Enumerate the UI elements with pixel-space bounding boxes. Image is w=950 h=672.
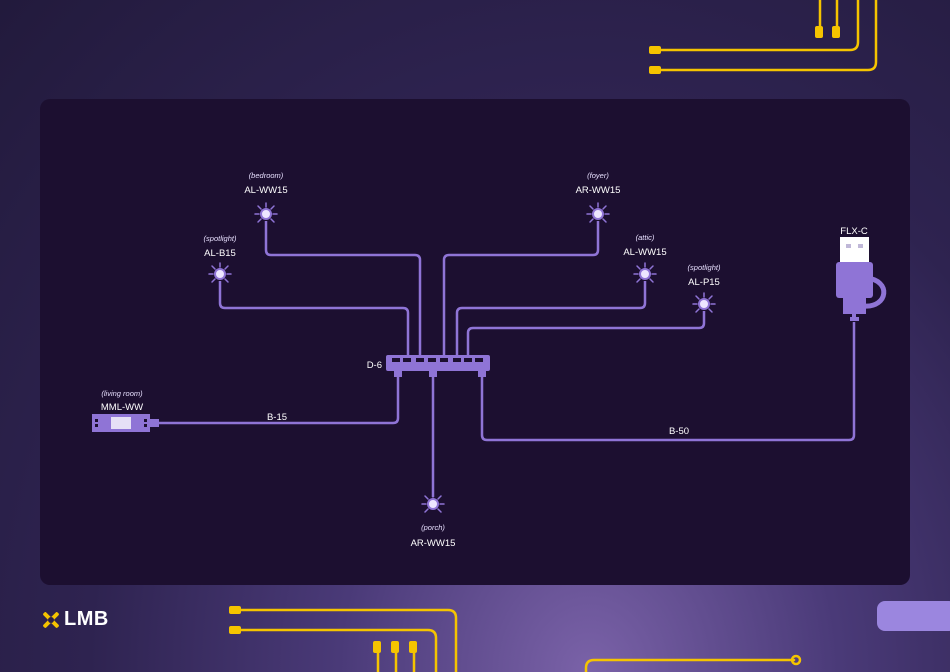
- power-adapter: [836, 237, 884, 321]
- strip-model: MML-WW: [101, 402, 143, 413]
- bulb-foyer: [587, 203, 609, 222]
- wire-spotlight-left: [220, 281, 408, 356]
- bulb-spotlight-right: [693, 293, 715, 312]
- bulb-spotlight-left: [209, 263, 231, 282]
- power-label: FLX-C: [840, 226, 868, 237]
- light-model: AR-WW15: [576, 185, 621, 196]
- light-location: (porch): [421, 523, 445, 532]
- wire-spotlight-right: [468, 311, 704, 356]
- brand-logo[interactable]: LMB: [40, 608, 109, 631]
- sparkle-icon: [40, 609, 62, 631]
- light-location: (bedroom): [249, 171, 284, 180]
- wire-bedroom: [266, 221, 420, 356]
- cable-label-left: B-15: [267, 412, 287, 423]
- light-model: AL-WW15: [244, 185, 287, 196]
- light-model: AL-B15: [204, 248, 236, 259]
- light-model: AL-P15: [688, 277, 720, 288]
- light-location: (spotlight): [688, 263, 721, 272]
- logo-text: LMB: [64, 608, 109, 631]
- light-location: (attic): [636, 233, 655, 242]
- bulb-porch: [422, 493, 444, 512]
- light-model: AL-WW15: [623, 247, 666, 258]
- light-model: AR-WW15: [411, 538, 456, 549]
- cable-label-right: B-50: [669, 426, 689, 437]
- hub-label: D-6: [367, 360, 382, 371]
- strip-location: (living room): [101, 389, 143, 398]
- wires: [158, 221, 854, 497]
- bulb-bedroom: [255, 203, 277, 222]
- light-strip: [92, 414, 159, 432]
- hub-d6: [386, 355, 490, 377]
- wire-attic: [457, 281, 645, 356]
- side-tab[interactable]: [877, 601, 950, 631]
- light-location: (spotlight): [204, 234, 237, 243]
- wire-power: [482, 322, 854, 440]
- light-location: (foyer): [587, 171, 609, 180]
- bulb-attic: [634, 263, 656, 282]
